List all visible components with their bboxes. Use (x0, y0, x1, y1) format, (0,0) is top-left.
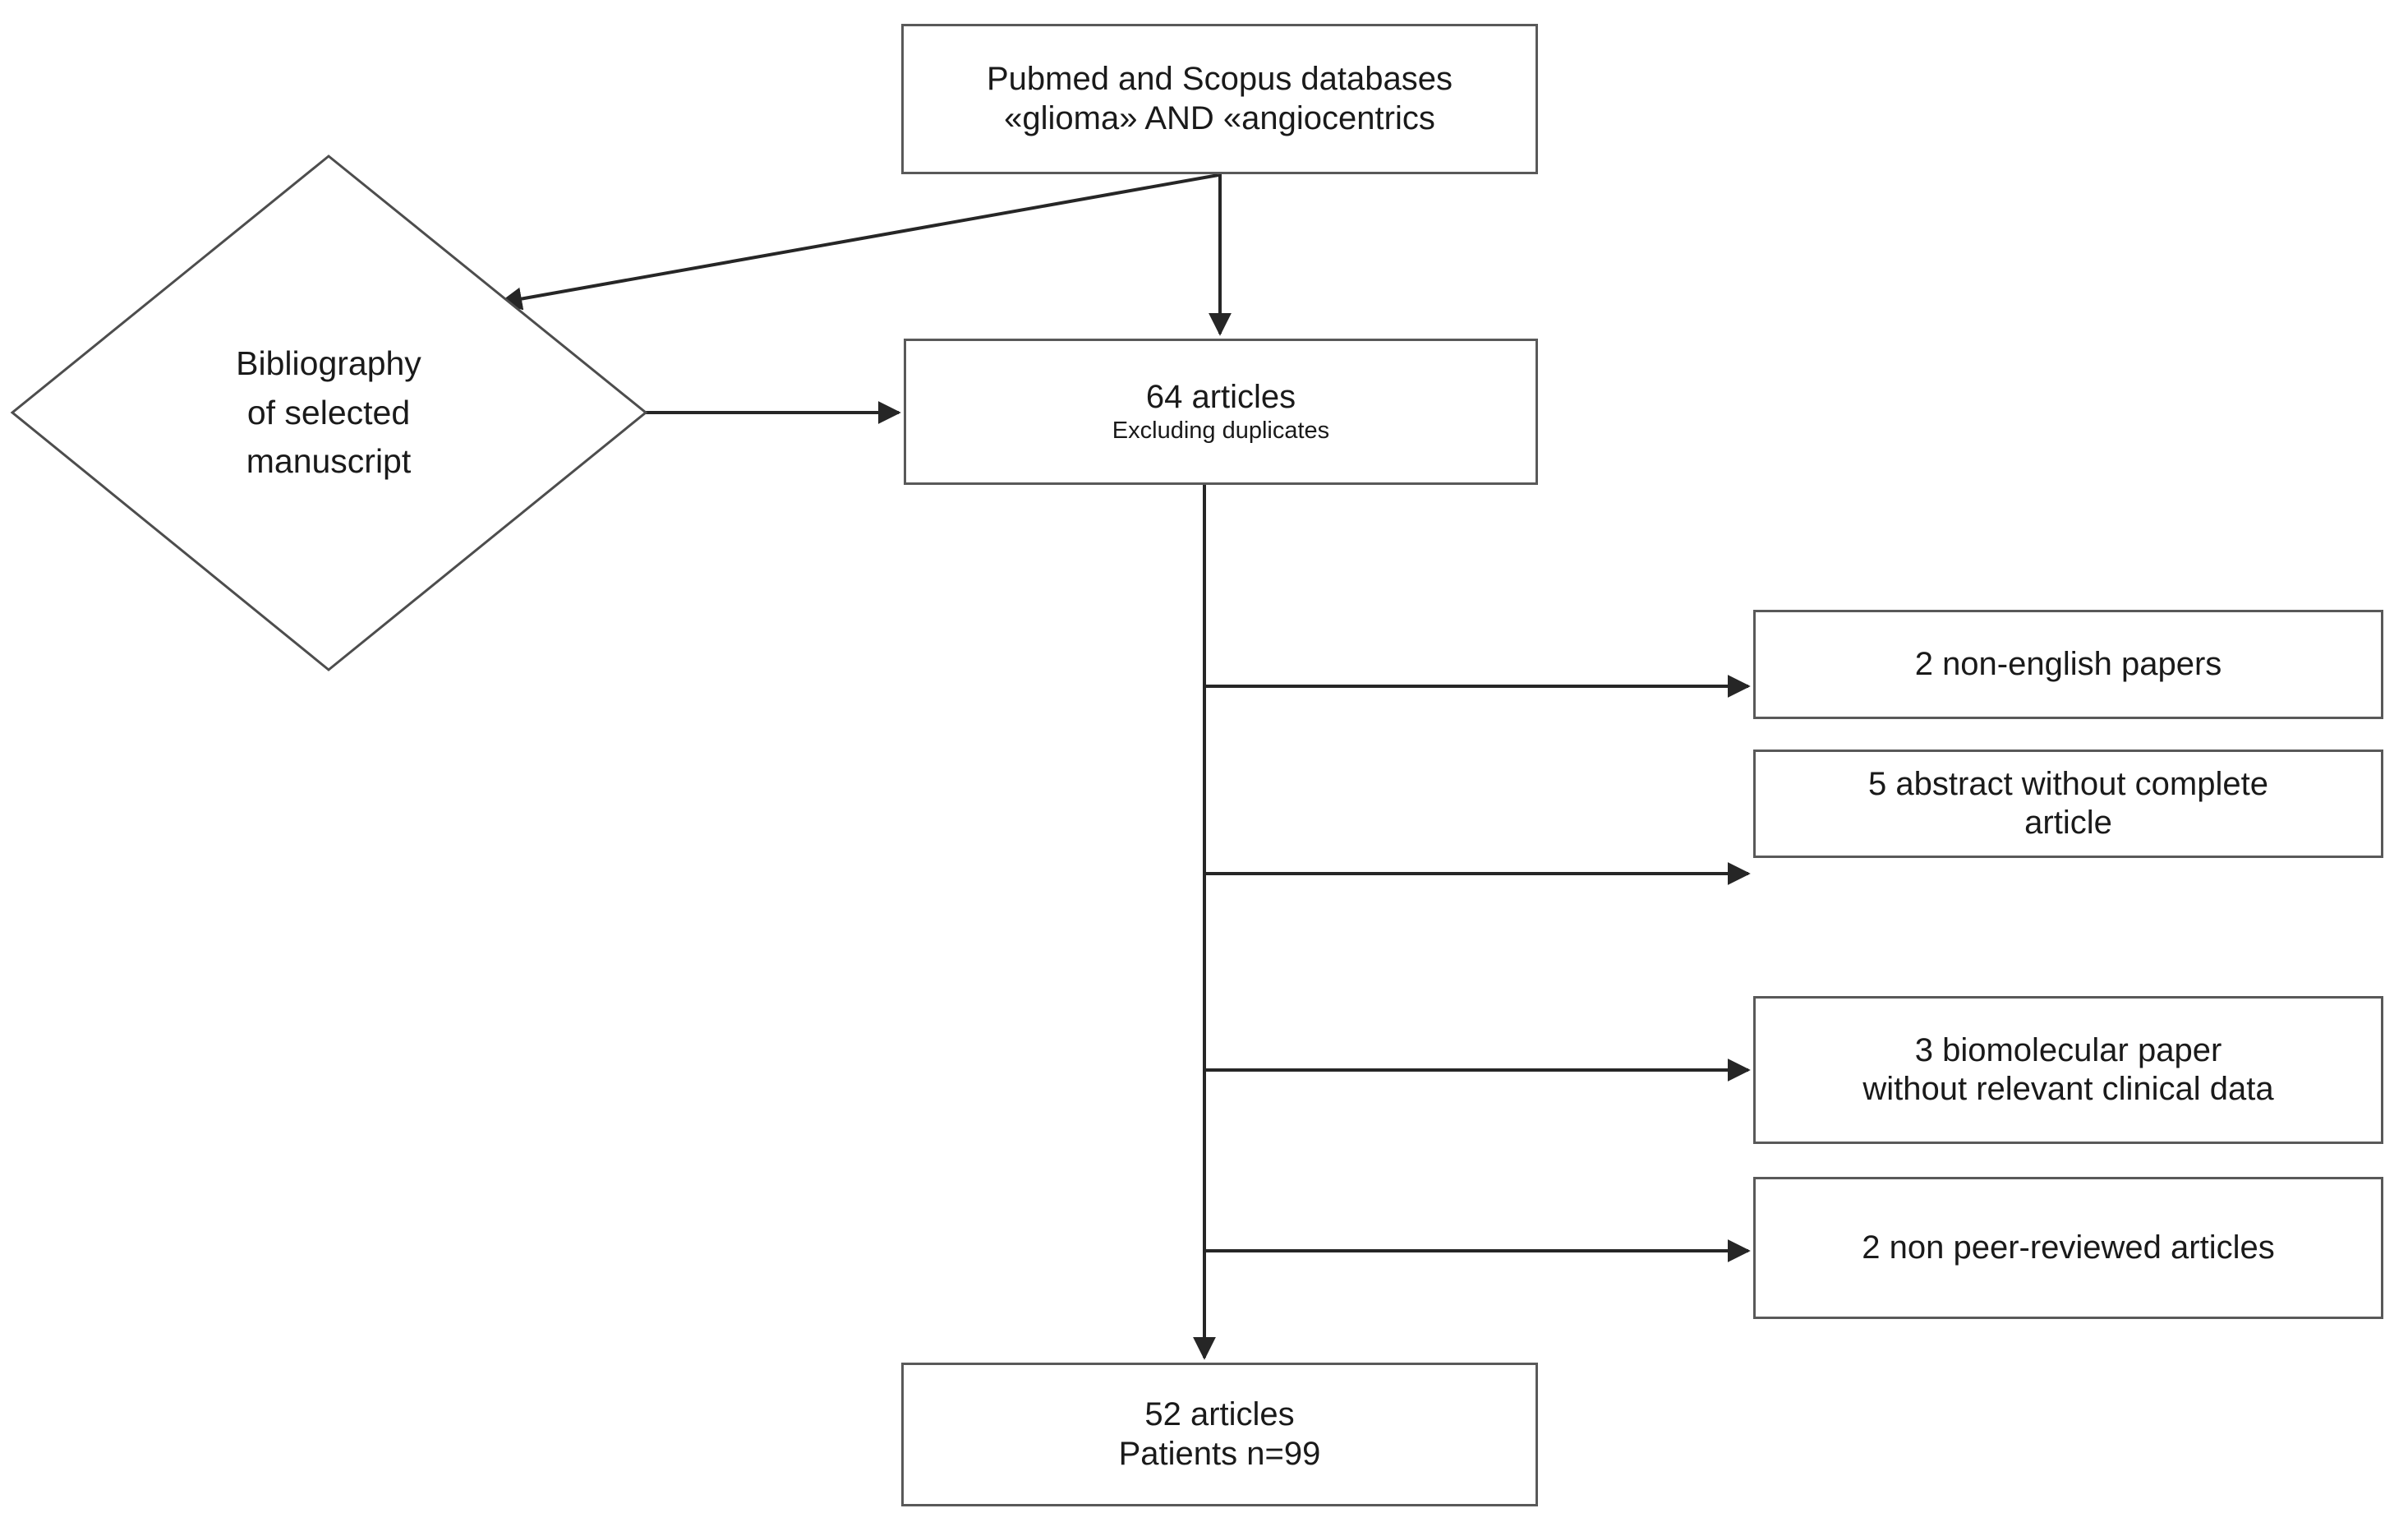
bibliography-line-2: of selected (246, 393, 411, 431)
exclusion-box-4: 2 non peer-reviewed articles (1753, 1177, 2383, 1319)
source-box-line-1: Pubmed and Scopus databases (986, 61, 1453, 98)
bibliography-line-3: manuscript (246, 442, 412, 481)
exclusion-box-3-line-1: 3 biomolecular paper (1914, 1031, 2222, 1068)
source-box: Pubmed and Scopus databases «glioma» AND… (901, 24, 1538, 174)
exclusion-box-1-line-1: 2 non-english papers (1914, 645, 2222, 682)
bibliography-line-1: Bibliography (236, 344, 421, 383)
included-articles-count: 52 articles (1144, 1396, 1295, 1433)
exclusion-box-3-line-2: without relevant clinical data (1862, 1071, 2274, 1107)
included-articles-box: 52 articles Patients n=99 (901, 1363, 1538, 1506)
exclusion-box-2: 5 abstract without complete article (1753, 750, 2383, 858)
exclusion-box-2-line-2: article (2024, 805, 2112, 841)
included-articles-patients: Patients n=99 (1118, 1435, 1321, 1472)
screened-articles-count: 64 articles (1145, 379, 1296, 416)
edge-source-to-bibliography (499, 173, 1219, 311)
exclusion-box-2-line-1: 5 abstract without complete (1868, 765, 2268, 802)
screened-articles-box: 64 articles Excluding duplicates (904, 339, 1538, 485)
source-box-line-2: «glioma» AND «angiocentrics (1004, 99, 1435, 136)
bibliography-diamond-label: Bibliography of selected manuscript (148, 321, 509, 505)
screened-articles-subtitle: Excluding duplicates (1112, 417, 1330, 445)
exclusion-box-3: 3 biomolecular paper without relevant cl… (1753, 996, 2383, 1144)
exclusion-box-1: 2 non-english papers (1753, 610, 2383, 719)
exclusion-box-4-line-1: 2 non peer-reviewed articles (1862, 1229, 2275, 1266)
